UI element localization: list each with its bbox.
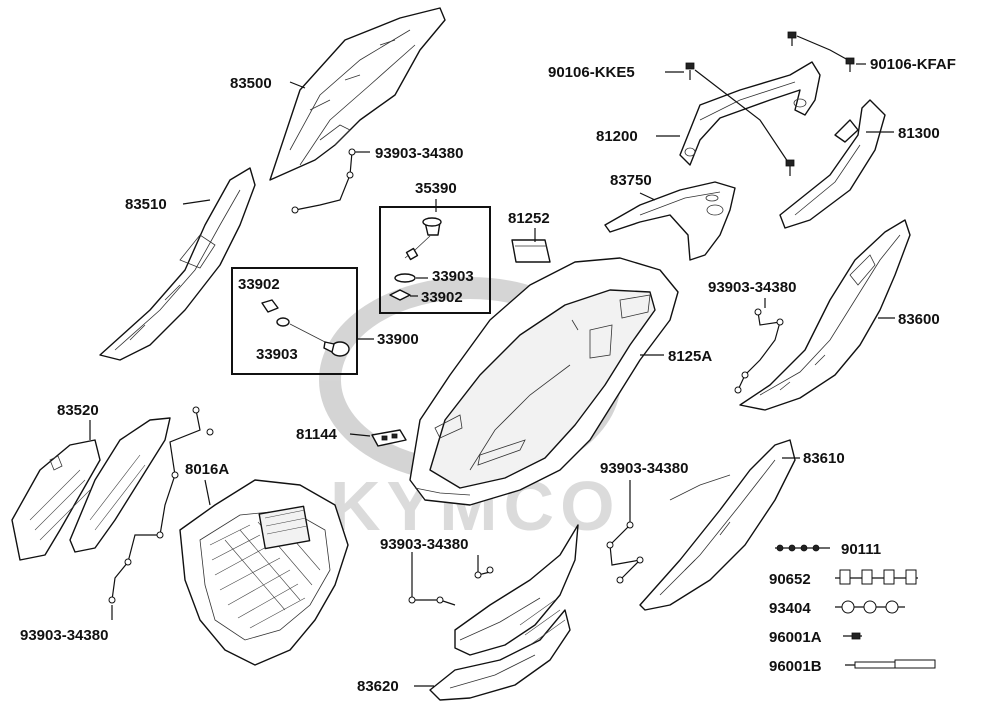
label-33902-box1: 33902 (238, 276, 280, 293)
hardware-90652-clips (835, 569, 918, 585)
part-81144-bracket[interactable] (371, 429, 407, 447)
part-81200-grab-rail[interactable] (679, 61, 821, 166)
fastener-set-left (108, 406, 214, 604)
fastener-set-center (408, 552, 494, 606)
fastener-set-upper (291, 148, 356, 214)
label-83620: 83620 (357, 678, 399, 695)
part-83600-right-side-cover[interactable] (739, 219, 911, 411)
label-33903-box2: 33903 (432, 268, 474, 285)
label-83750: 83750 (610, 172, 652, 189)
label-83610: 83610 (803, 450, 845, 467)
label-90652: 90652 (769, 571, 811, 588)
label-90106-kfaf: 90106-KFAF (870, 56, 956, 73)
label-93404: 93404 (769, 600, 811, 617)
label-83510: 83510 (125, 196, 167, 213)
hardware-90111-screws (775, 544, 830, 552)
kit-33900-box (231, 267, 358, 375)
part-8016a-inner-panel[interactable] (179, 479, 349, 666)
label-81252: 81252 (508, 210, 550, 227)
part-83510-left-side-cover[interactable] (99, 167, 256, 361)
part-81252-pad[interactable] (511, 239, 551, 263)
label-33900: 33900 (377, 331, 419, 348)
label-8125a: 8125A (668, 348, 712, 365)
hardware-96001a-bolt (843, 632, 862, 640)
label-33902-box2: 33902 (421, 289, 463, 306)
part-83520-left-lower-cover[interactable] (11, 417, 171, 561)
label-35390: 35390 (415, 180, 457, 197)
bolt-90106-kfaf (787, 31, 855, 72)
label-96001b: 96001B (769, 658, 822, 675)
fastener-set-right (734, 308, 784, 394)
label-93903-upper: 93903-34380 (375, 145, 463, 162)
label-90111: 90111 (841, 541, 881, 558)
part-83500-rear-side-cover-upper[interactable] (269, 7, 446, 181)
kit-35390-box (379, 206, 491, 314)
part-83620-lower-panel[interactable] (429, 524, 579, 701)
hardware-93404-nuts (835, 600, 905, 614)
hardware-96001b-bolts (845, 659, 936, 669)
part-83610-right-lower-cover[interactable] (639, 439, 796, 611)
label-93903-right-lower: 93903-34380 (600, 460, 688, 477)
label-93903-center: 93903-34380 (380, 536, 468, 553)
label-81144: 81144 (296, 426, 338, 443)
part-8125a-luggage-box[interactable] (409, 257, 679, 506)
label-96001a: 96001A (769, 629, 822, 646)
label-83600: 83600 (898, 311, 940, 328)
part-83750-rear-center-cover[interactable] (604, 181, 736, 261)
fastener-set-right-lower (606, 480, 644, 584)
label-81200: 81200 (596, 128, 638, 145)
part-81300-rear-rail[interactable] (779, 99, 886, 229)
label-83500: 83500 (230, 75, 272, 92)
label-81300: 81300 (898, 125, 940, 142)
bolt-90106-kke5 (685, 62, 795, 176)
label-90106-kke5: 90106-KKE5 (548, 64, 635, 81)
label-8016a: 8016A (185, 461, 229, 478)
label-93903-right: 93903-34380 (708, 279, 796, 296)
label-33903-box1: 33903 (256, 346, 298, 363)
label-83520: 83520 (57, 402, 99, 419)
label-93903-left: 93903-34380 (20, 627, 108, 644)
